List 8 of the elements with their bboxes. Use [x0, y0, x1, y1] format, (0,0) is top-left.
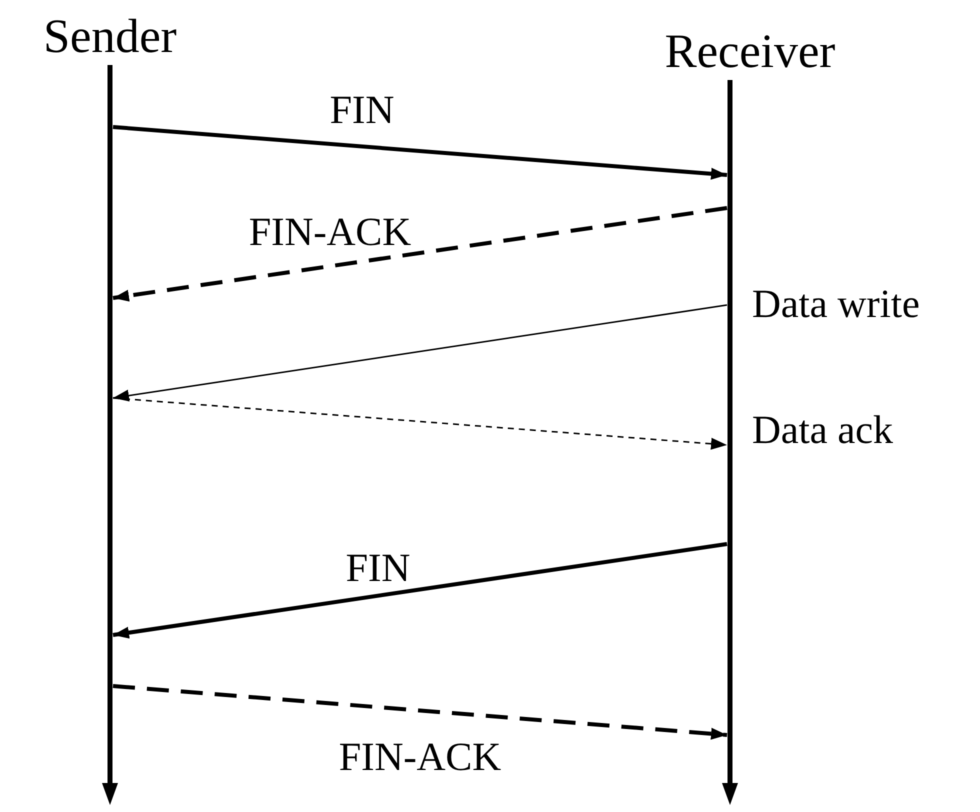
participant-name: Sender [43, 13, 177, 65]
arrow [112, 397, 728, 450]
participant-name: Receiver [664, 28, 836, 80]
arrow [112, 125, 728, 180]
arrow [112, 542, 728, 639]
arrow [112, 206, 728, 302]
arrow [112, 304, 728, 402]
arrow [112, 684, 728, 740]
